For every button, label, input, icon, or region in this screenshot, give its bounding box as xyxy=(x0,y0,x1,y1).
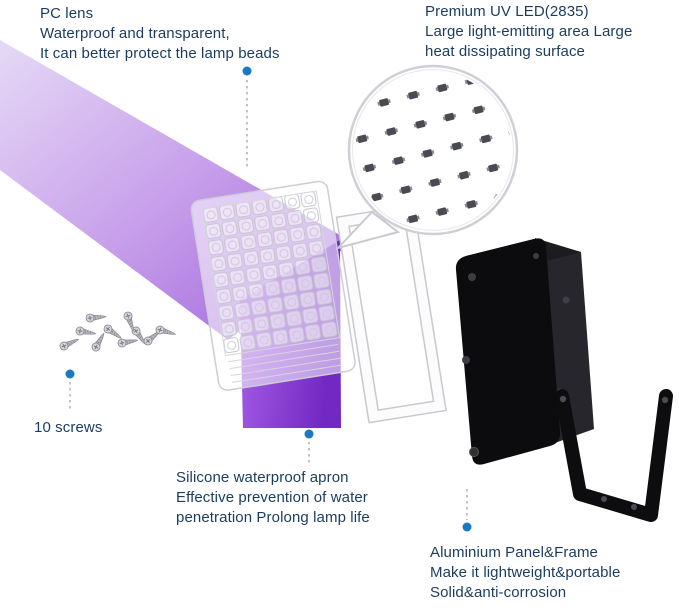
lamp-bead-grid xyxy=(201,190,341,357)
housing-front-face xyxy=(455,238,561,465)
aluminium-housing xyxy=(455,238,594,465)
annotation-aluminium-frame: Aluminium Panel&Frame Make it lightweigh… xyxy=(430,544,621,601)
annotation-silicone-apron: Silicone waterproof apron Effective prev… xyxy=(176,469,370,526)
screws-cluster xyxy=(58,310,177,353)
magnifier-tail xyxy=(334,210,401,250)
magnifier-bubble xyxy=(334,64,519,250)
annotation-pc-lens: PC lens Waterproof and transparent, It c… xyxy=(40,5,280,62)
lens-ridges xyxy=(228,343,342,383)
callout-dot-pc-lens xyxy=(242,66,252,76)
pc-lens-panel xyxy=(190,180,356,391)
callout-dot-apron xyxy=(304,429,314,439)
callout-dots xyxy=(65,66,472,532)
callouts xyxy=(69,80,468,520)
mounting-bracket xyxy=(555,389,673,522)
callout-dot-aluminium xyxy=(462,522,472,532)
annotation-uv-led: Premium UV LED(2835) Large light-emittin… xyxy=(425,3,633,60)
housing-screw-holes xyxy=(462,253,570,457)
callout-dot-screws xyxy=(65,369,75,379)
annotation-screws: 10 screws xyxy=(34,419,103,436)
